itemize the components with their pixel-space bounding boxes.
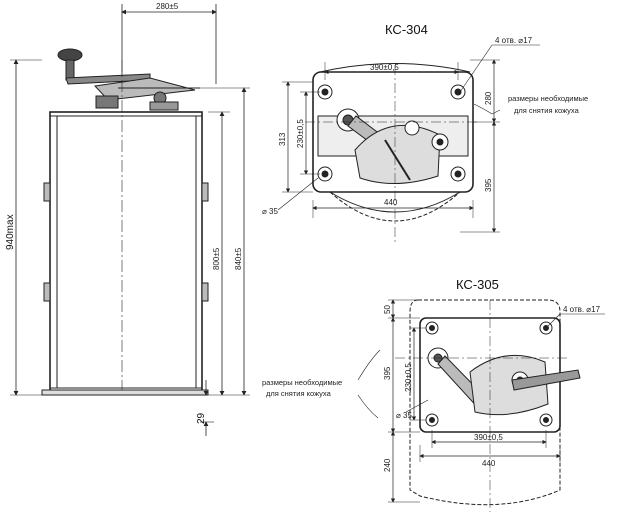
- ks304-title: КС-304: [385, 22, 428, 37]
- ks305-title: КС-305: [456, 277, 499, 292]
- ks304-dim-395: 395: [484, 178, 493, 192]
- ks305-dim-240: 240: [383, 458, 392, 472]
- ks304-note-line1: размеры необходимые: [508, 94, 588, 103]
- ks305-dim-230: 230±0,5: [404, 363, 413, 392]
- ks304-dim-280: 280: [484, 91, 493, 105]
- ks304-dim-230: 230±0,5: [296, 119, 305, 148]
- ks305-dim-holes: 4 отв. ⌀17: [563, 305, 601, 314]
- ks305-dim-35: ⌀ 35: [396, 411, 412, 420]
- dim-height-840: 840±5: [234, 247, 243, 270]
- ks305-dim-395: 395: [383, 366, 392, 380]
- dim-height-800: 800±5: [212, 247, 221, 270]
- dim-height-940: 940max: [5, 214, 16, 250]
- dim-width-280: 280±5: [156, 2, 179, 11]
- ks304-dim-313: 313: [278, 132, 287, 146]
- ks304-plan-view: [277, 44, 540, 245]
- cabinet-side-view: [10, 4, 250, 436]
- ks304-dim-35: ⌀ 35: [262, 207, 278, 216]
- ks304-note-line2: для снятия кожуха: [514, 106, 580, 115]
- ks304-dim-390: 390±0,5: [370, 63, 399, 72]
- ks305-dim-390: 390±0,5: [474, 433, 503, 442]
- ks304-dim-440: 440: [384, 198, 398, 207]
- dim-base-29: 29: [196, 412, 207, 424]
- ks305-note-line1: размеры необходимые: [262, 378, 342, 387]
- ks305-dim-440: 440: [482, 459, 496, 468]
- ks305-note-line2: для снятия кожуха: [266, 389, 332, 398]
- ks305-plan-view: [357, 299, 605, 512]
- ks305-dim-50: 50: [383, 305, 392, 314]
- ks304-dim-holes: 4 отв. ⌀17: [495, 36, 533, 45]
